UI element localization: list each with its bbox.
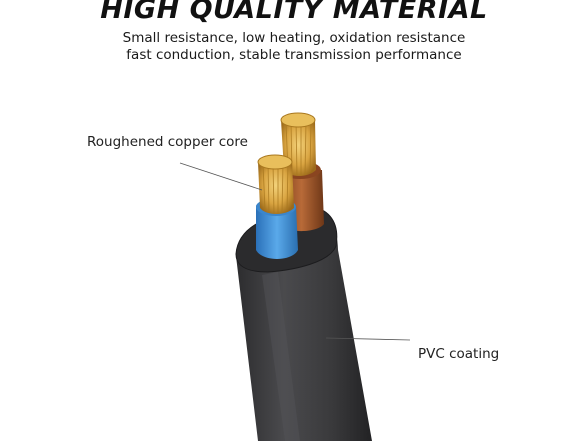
subtitle-line-1: Small resistance, low heating, oxidation… bbox=[122, 30, 466, 46]
heading: HIGH QUALITY MATERIAL bbox=[100, 0, 488, 25]
copper-core-label: Roughened copper core bbox=[87, 134, 248, 150]
blue-conductor bbox=[256, 154, 298, 259]
copper-core-leader-line bbox=[179, 162, 263, 191]
subtitle-line-2: fast conduction, stable transmission per… bbox=[126, 47, 462, 63]
pvc-leader-line bbox=[325, 337, 411, 341]
pvc-coating-label: PVC coating bbox=[418, 346, 500, 362]
